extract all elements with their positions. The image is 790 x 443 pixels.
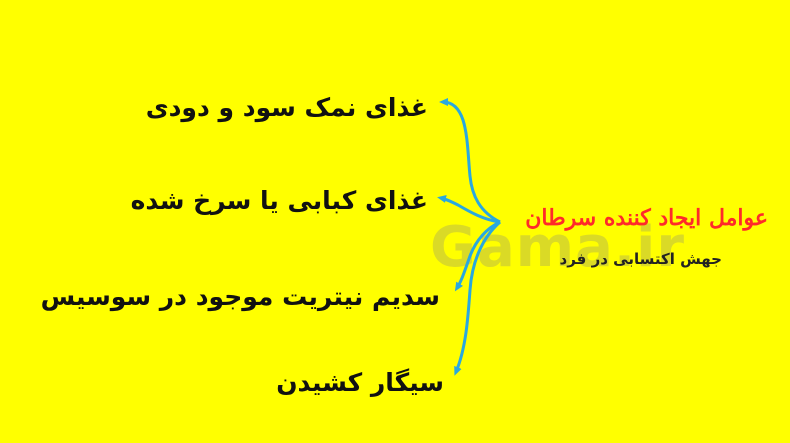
arrow-to-factor-2 bbox=[437, 195, 501, 224]
factor-item-grilled-fried-food: غذای کبابی یا سرخ شده bbox=[130, 186, 428, 215]
arrow-to-factor-3 bbox=[454, 220, 501, 292]
arrow-to-factor-4 bbox=[454, 220, 501, 376]
arrow-to-factor-1 bbox=[439, 98, 501, 224]
factor-item-smoking: سیگار کشیدن bbox=[276, 368, 444, 397]
central-title: عوامل ایجاد کننده سرطان bbox=[525, 205, 768, 231]
factor-item-sodium-nitrite: سدیم نیتریت موجود در سوسیس bbox=[40, 282, 440, 311]
factor-item-salted-smoked-food: غذای نمک سود و دودی bbox=[145, 93, 428, 122]
central-subtitle: جهش اکتسابی در فرد bbox=[559, 250, 722, 268]
